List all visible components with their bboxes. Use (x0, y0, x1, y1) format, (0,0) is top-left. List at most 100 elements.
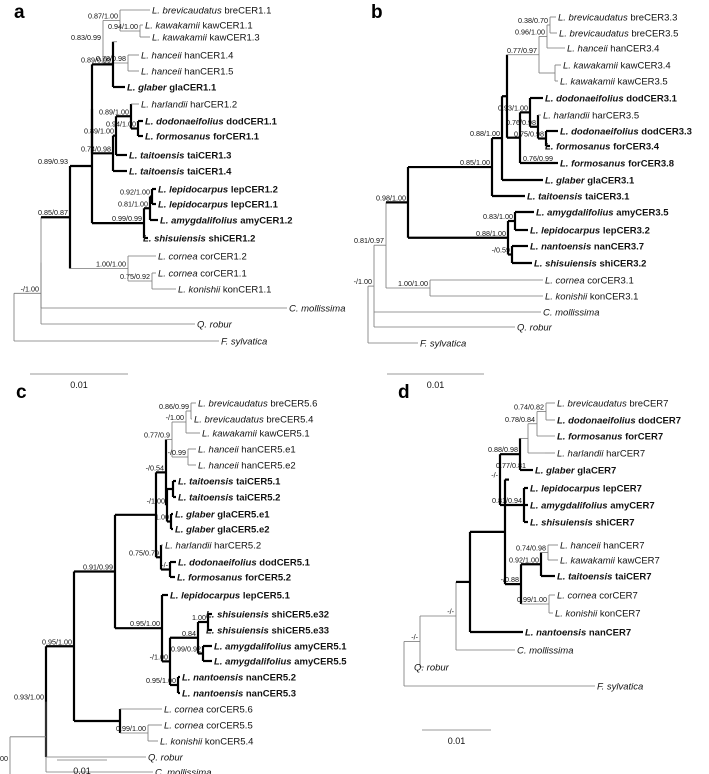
leaf-species: L. brevicaudatus (194, 415, 264, 426)
leaf-species: L. hanceii (198, 445, 240, 456)
leaf-label: L. dodonaeifolius dodCER1.1 (145, 117, 278, 128)
leaf-gene: taiCER5.2 (233, 493, 280, 504)
leaf-label: L. taitoensis taiCER5.2 (178, 493, 280, 504)
support-value: 0.93/1.00 (498, 103, 528, 112)
leaf-species: L. glaber (127, 83, 168, 94)
leaf-gene: amyCER1.2 (238, 216, 293, 227)
scale-bar-label: 0.01 (427, 380, 445, 390)
leaf-species: L. formosanus (145, 132, 210, 143)
support-value: 0.81/0.94 (492, 496, 522, 505)
leaf-gene: taiCER7 (612, 572, 651, 583)
leaf-species: L. lepidocarpus (170, 591, 240, 602)
leaf-label: L. dodonaeifolius dodCER3.3 (560, 127, 692, 138)
support-value: -/0.99 (168, 448, 186, 457)
leaf-gene: lepCER7 (600, 484, 642, 495)
leaf-gene: taiCER3.1 (582, 192, 630, 203)
leaf-label: L. shisuiensis shiCER5.e33 (206, 626, 329, 637)
leaf-label: L. hanceii hanCER3.4 (567, 44, 659, 55)
leaf-species: C. mollissima (155, 768, 211, 774)
leaf-gene: nanCER7 (586, 628, 631, 639)
panel-letter: c (16, 382, 27, 403)
leaf-gene: glaCER1.1 (167, 83, 217, 94)
support-value: 1.00/1.00 (96, 260, 126, 269)
leaf-species: L. amygdalifolius (530, 501, 608, 512)
leaf-gene: shiCER5.e32 (269, 610, 329, 621)
leaf-species: F. sylvatica (597, 682, 643, 693)
leaf-label: L. amygdalifolius amyCER5.5 (214, 657, 347, 668)
leaf-gene: kawCER1.1 (200, 21, 253, 32)
leaf-species: L. glaber (545, 176, 586, 187)
leaf-gene: forCER5.2 (242, 573, 291, 584)
support-value: 0.77/0.97 (507, 46, 537, 55)
leaf-species: L. hanceii (560, 541, 602, 552)
leaf-label: L. brevicaudatus breCER3.3 (558, 13, 677, 24)
leaf-gene: kawCER7 (615, 556, 660, 567)
leaf-gene: breCER1.1 (222, 6, 272, 17)
leaf-label: L. glaber glaCER1.1 (127, 83, 217, 94)
leaf-label: L. cornea corCER5.5 (164, 721, 253, 732)
tree-panel-d: d0.74/0.820.78/0.840.77/0.810.88/0.980.8… (398, 382, 681, 746)
leaf-gene: hanCER1.5 (182, 67, 234, 78)
leaf-label: L. kawakamii kawCER5.1 (202, 429, 310, 440)
leaf-species: L. brevicaudatus (559, 29, 629, 40)
support-value: 0.99/1.00 (116, 724, 146, 733)
leaf-species: L. cornea (164, 705, 204, 716)
leaf-label: L. cornea corCER3.1 (545, 276, 634, 287)
leaf-gene: amyCER7 (608, 501, 655, 512)
leaf-species: C. mollissima (289, 304, 345, 315)
leaf-label: C. mollissima (543, 308, 599, 319)
support-value: 0.78/0.98 (96, 54, 126, 63)
leaf-gene: glaCER3.1 (585, 176, 635, 187)
leaf-species: L. lepidocarpus (158, 185, 228, 196)
leaf-species: L. shisuiensis (206, 626, 269, 637)
leaf-label: L. cornea corCER7 (557, 591, 638, 602)
leaf-label: Q. robur (414, 663, 450, 674)
leaf-gene: hanCER5.e2 (239, 461, 296, 472)
leaf-species: L. taitoensis (129, 167, 184, 178)
leaf-label: L. konishii konCER3.1 (545, 292, 638, 303)
leaf-label: L. formosanus forCER3.8 (560, 159, 674, 170)
leaf-gene: nanCER5.2 (243, 673, 296, 684)
leaf-label: L. lepidocarpus lepCER5.1 (170, 591, 291, 602)
leaf-species: L. formosanus (560, 159, 625, 170)
leaf-species: L. formosanus (177, 573, 242, 584)
leaf-gene: shiCER3.2 (597, 259, 647, 270)
leaf-label: F. sylvatica (221, 337, 267, 348)
leaf-species: F. sylvatica (221, 337, 267, 348)
leaf-species: L. glaber (175, 510, 216, 521)
leaf-species: C. mollissima (543, 308, 599, 319)
leaf-label: L. glaber glaCER5.e1 (175, 510, 270, 521)
leaf-gene: forCER3.8 (625, 159, 674, 170)
scale-bar-label: 0.01 (448, 736, 466, 746)
leaf-species: L. harlandii (165, 541, 212, 552)
leaf-label: L. glaber glaCER5.e2 (175, 525, 270, 536)
leaf-gene: shiCER7 (593, 518, 635, 529)
leaf-gene: dodCER3.3 (639, 127, 692, 138)
leaf-label: L. taitoensis taiCER1.3 (129, 151, 231, 162)
support-value: -/1.00 (166, 413, 184, 422)
leaf-species: L. kawakamii (560, 556, 616, 567)
leaf-species: Q. robur (197, 320, 233, 331)
support-value: 0.81/0.97 (354, 236, 384, 245)
leaf-species: L. hanceii (567, 44, 609, 55)
leaf-label: C. mollissima (517, 646, 573, 657)
support-value: 0.88/0.98 (488, 445, 518, 454)
leaf-label: L. shisuiensis shiCER3.2 (534, 259, 646, 270)
support-value: 1.00 (192, 613, 206, 622)
support-value: -/1.00 (150, 652, 168, 661)
leaf-gene: nanCER5.3 (243, 689, 296, 700)
support-value: 0.88/1.00 (476, 229, 506, 238)
leaf-species: L. cornea (158, 269, 198, 280)
leaf-species: L. konishii (545, 292, 588, 303)
leaf-species: L. brevicaudatus (557, 399, 627, 410)
leaf-species: L. nantoensis (525, 628, 586, 639)
support-value: 1.00/1.00 (398, 279, 428, 288)
leaf-label: L. harlandii harCER7 (557, 449, 645, 460)
leaf-gene: forCER3.4 (610, 142, 659, 153)
leaf-species: L. brevicaudatus (152, 6, 222, 17)
support-value: 0.95/1.00 (146, 676, 176, 685)
support-value: 0.75/0.98 (514, 130, 544, 139)
support-value: 0.88/1.00 (470, 129, 500, 138)
leaf-label: L. lepidocarpus lepCER1.1 (158, 200, 279, 211)
leaf-gene: hanCER3.4 (608, 44, 660, 55)
